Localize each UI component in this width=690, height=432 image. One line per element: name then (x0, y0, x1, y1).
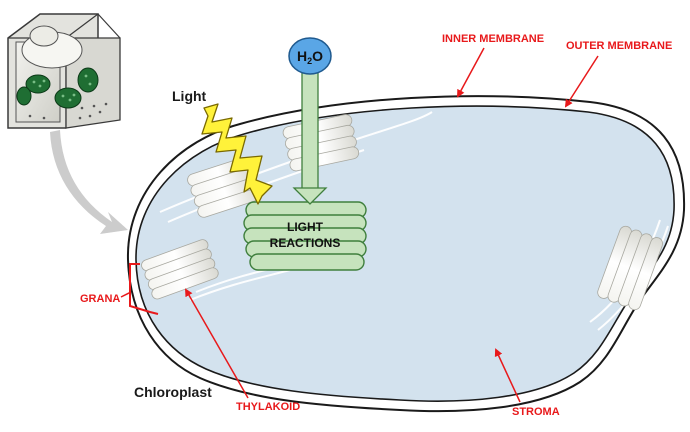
chloroplast (126, 95, 686, 413)
zoom-arrow (50, 130, 128, 234)
stroma-arrow (494, 348, 521, 403)
h2o-bubble (288, 37, 332, 75)
plant-cell-illustration (7, 13, 121, 129)
outer-membrane-label: OUTER MEMBRANE (566, 40, 672, 52)
light-label: Light (172, 88, 207, 104)
inner-membrane-label: INNER MEMBRANE (442, 33, 544, 45)
h2o-label: H2O (297, 48, 323, 66)
thylakoid-label: THYLAKOID (236, 401, 300, 413)
chloroplast-label: Chloroplast (134, 384, 212, 400)
light-bolt-icon (201, 103, 273, 205)
grana-label: GRANA (80, 293, 120, 305)
h2o-input: H2O (288, 37, 332, 205)
light-reactions-label-line1: LIGHT (287, 220, 324, 234)
light-reactions-label-line2: REACTIONS (270, 236, 341, 250)
inner-membrane-arrow (457, 47, 485, 98)
light-reactions-stack: LIGHT REACTIONS (243, 201, 367, 271)
thylakoid-arrow (185, 288, 249, 399)
grana-bracket (129, 263, 159, 315)
outer-membrane-arrow (564, 55, 599, 108)
granum-right (597, 225, 663, 311)
stroma-label: STROMA (512, 406, 560, 418)
granum-left (141, 239, 219, 300)
